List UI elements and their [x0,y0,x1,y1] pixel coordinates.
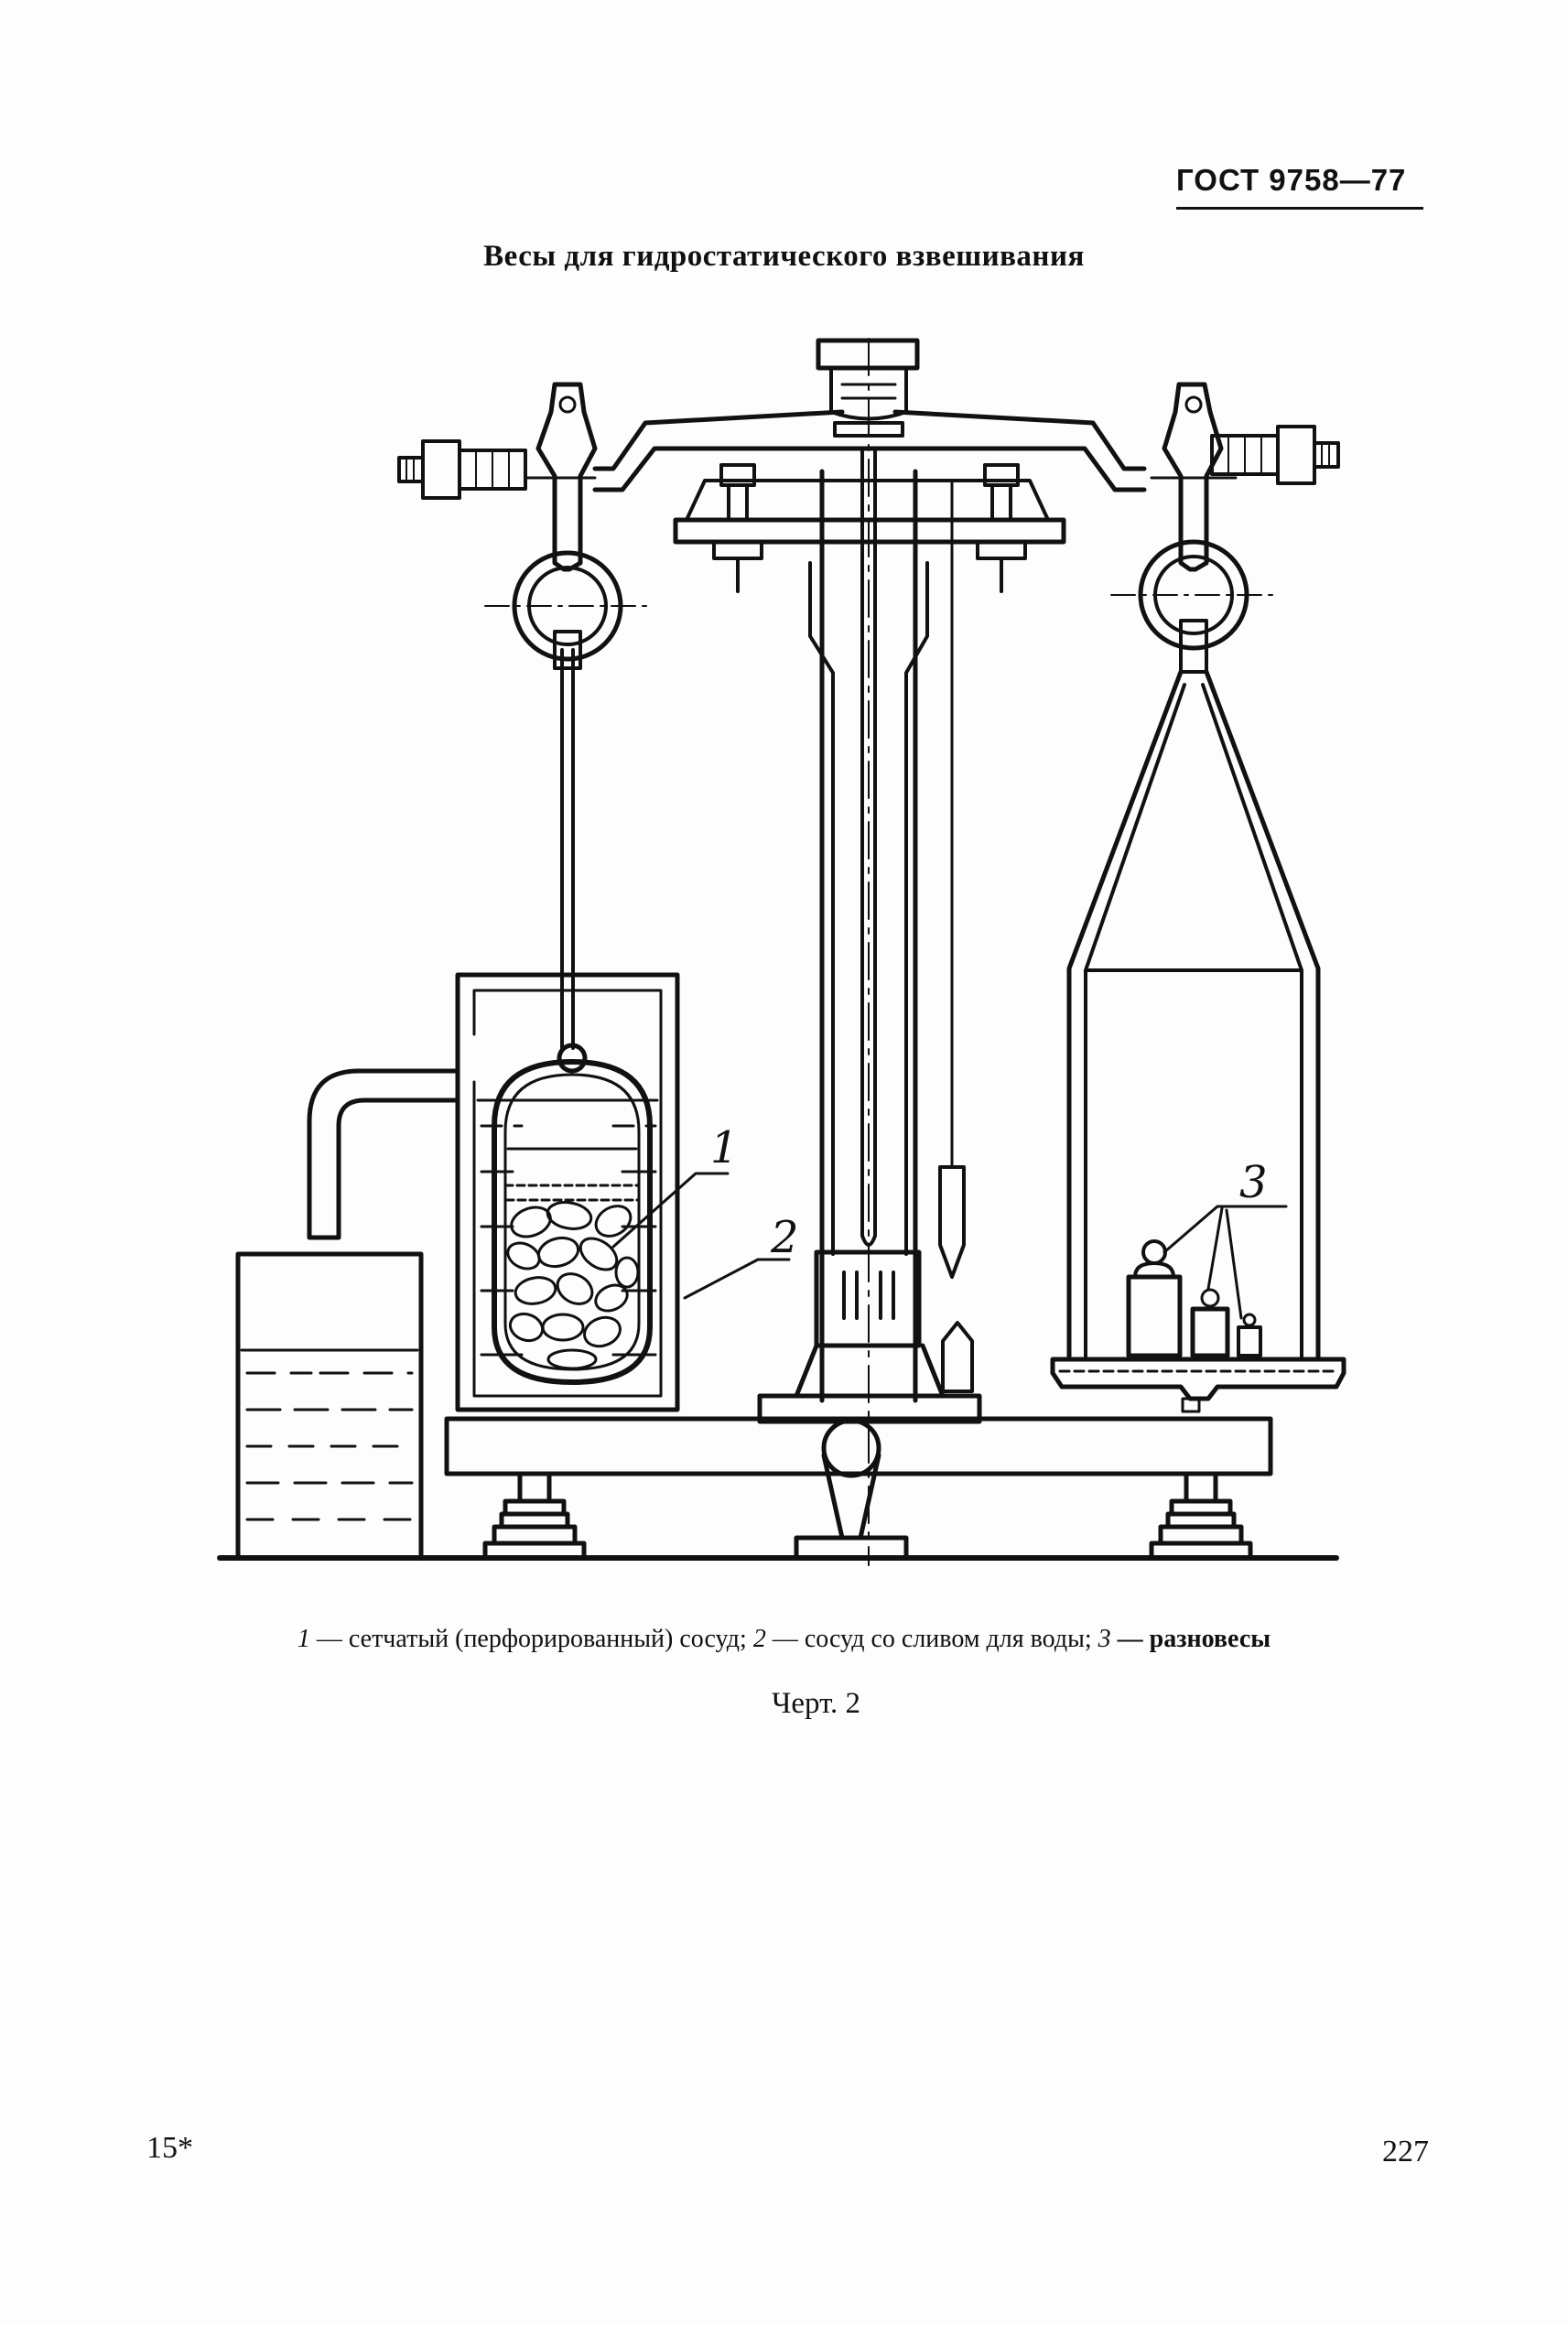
caption-num-1: 1 [297,1625,310,1653]
reading-scale [814,1249,922,1348]
base-plate [444,1416,1273,1476]
support-bracket [673,517,1066,545]
caption-item-1: — сетчатый (перфорированный) сосуд; [309,1625,753,1653]
bracket-arm [685,479,1050,522]
collecting-vessel [235,1251,424,1561]
leveling-foot-left [482,1471,587,1561]
set-of-weights [1126,1239,1262,1358]
signature-mark: 15* [146,2131,193,2165]
page-number: 227 [1382,2135,1429,2168]
hydrostatic-balance-drawing: 1 2 3 [217,338,1346,1566]
caption-num-2: 2 [752,1625,766,1653]
figure-number: Черт. 2 [771,1687,861,1720]
perforated-basket [492,1059,653,1385]
figure-caption: 1 — сетчатый (перфорированный) сосуд; 2 … [0,1626,1568,1653]
drain-vessel-inner [472,989,663,1398]
leveling-screw-right [976,463,1027,593]
callout-3: 3 [1239,1157,1268,1208]
right-pan-hanger [1066,669,1321,1359]
collecting-water [240,1348,419,1521]
pointer-needle [860,447,877,1247]
caption-num-3: 3 [1098,1625,1111,1653]
callout-2: 2 [770,1212,799,1263]
leveling-screw-left [712,463,763,593]
pan-bolt [1181,1397,1201,1413]
header-rule [1176,207,1423,210]
basket-sample-grains [506,1201,640,1370]
basket-lid-mesh [503,1184,641,1202]
drain-vessel [455,972,680,1412]
column-plinth [757,1393,982,1424]
indicator-cone [941,1321,974,1393]
right-stirrup [1150,382,1238,572]
standard-number: ГОСТ 9758—77 [1176,163,1407,197]
right-adjust-nut [1210,425,1340,485]
fulcrum-roller [821,1418,881,1478]
caption-item-2: — сосуд со сливом для воды; [765,1625,1098,1653]
leveling-foot-right [1149,1471,1253,1561]
center-column [819,469,918,1403]
scale-graduations [842,1271,895,1320]
caption-item-3: — разновесы [1110,1625,1271,1653]
left-adjust-nut [397,439,527,500]
plumb-bob [938,1165,966,1279]
arrest-knob-cap [816,338,920,371]
figure-title: Весы для гидростатического взвешивания [483,240,1085,273]
knob-washer [833,421,904,438]
weighing-pan [1050,1357,1346,1401]
perforated-basket-inner [503,1073,641,1371]
drain-spout [307,1068,460,1240]
fulcrum-foot [794,1535,909,1561]
left-suspension-ring [484,550,651,670]
callout-1: 1 [710,1122,739,1173]
balance-beam-outline [592,409,1147,492]
left-stirrup [524,382,598,572]
right-suspension-ring [1110,539,1277,674]
column-collar [808,561,929,1256]
callout-leaders [611,1172,1288,1320]
